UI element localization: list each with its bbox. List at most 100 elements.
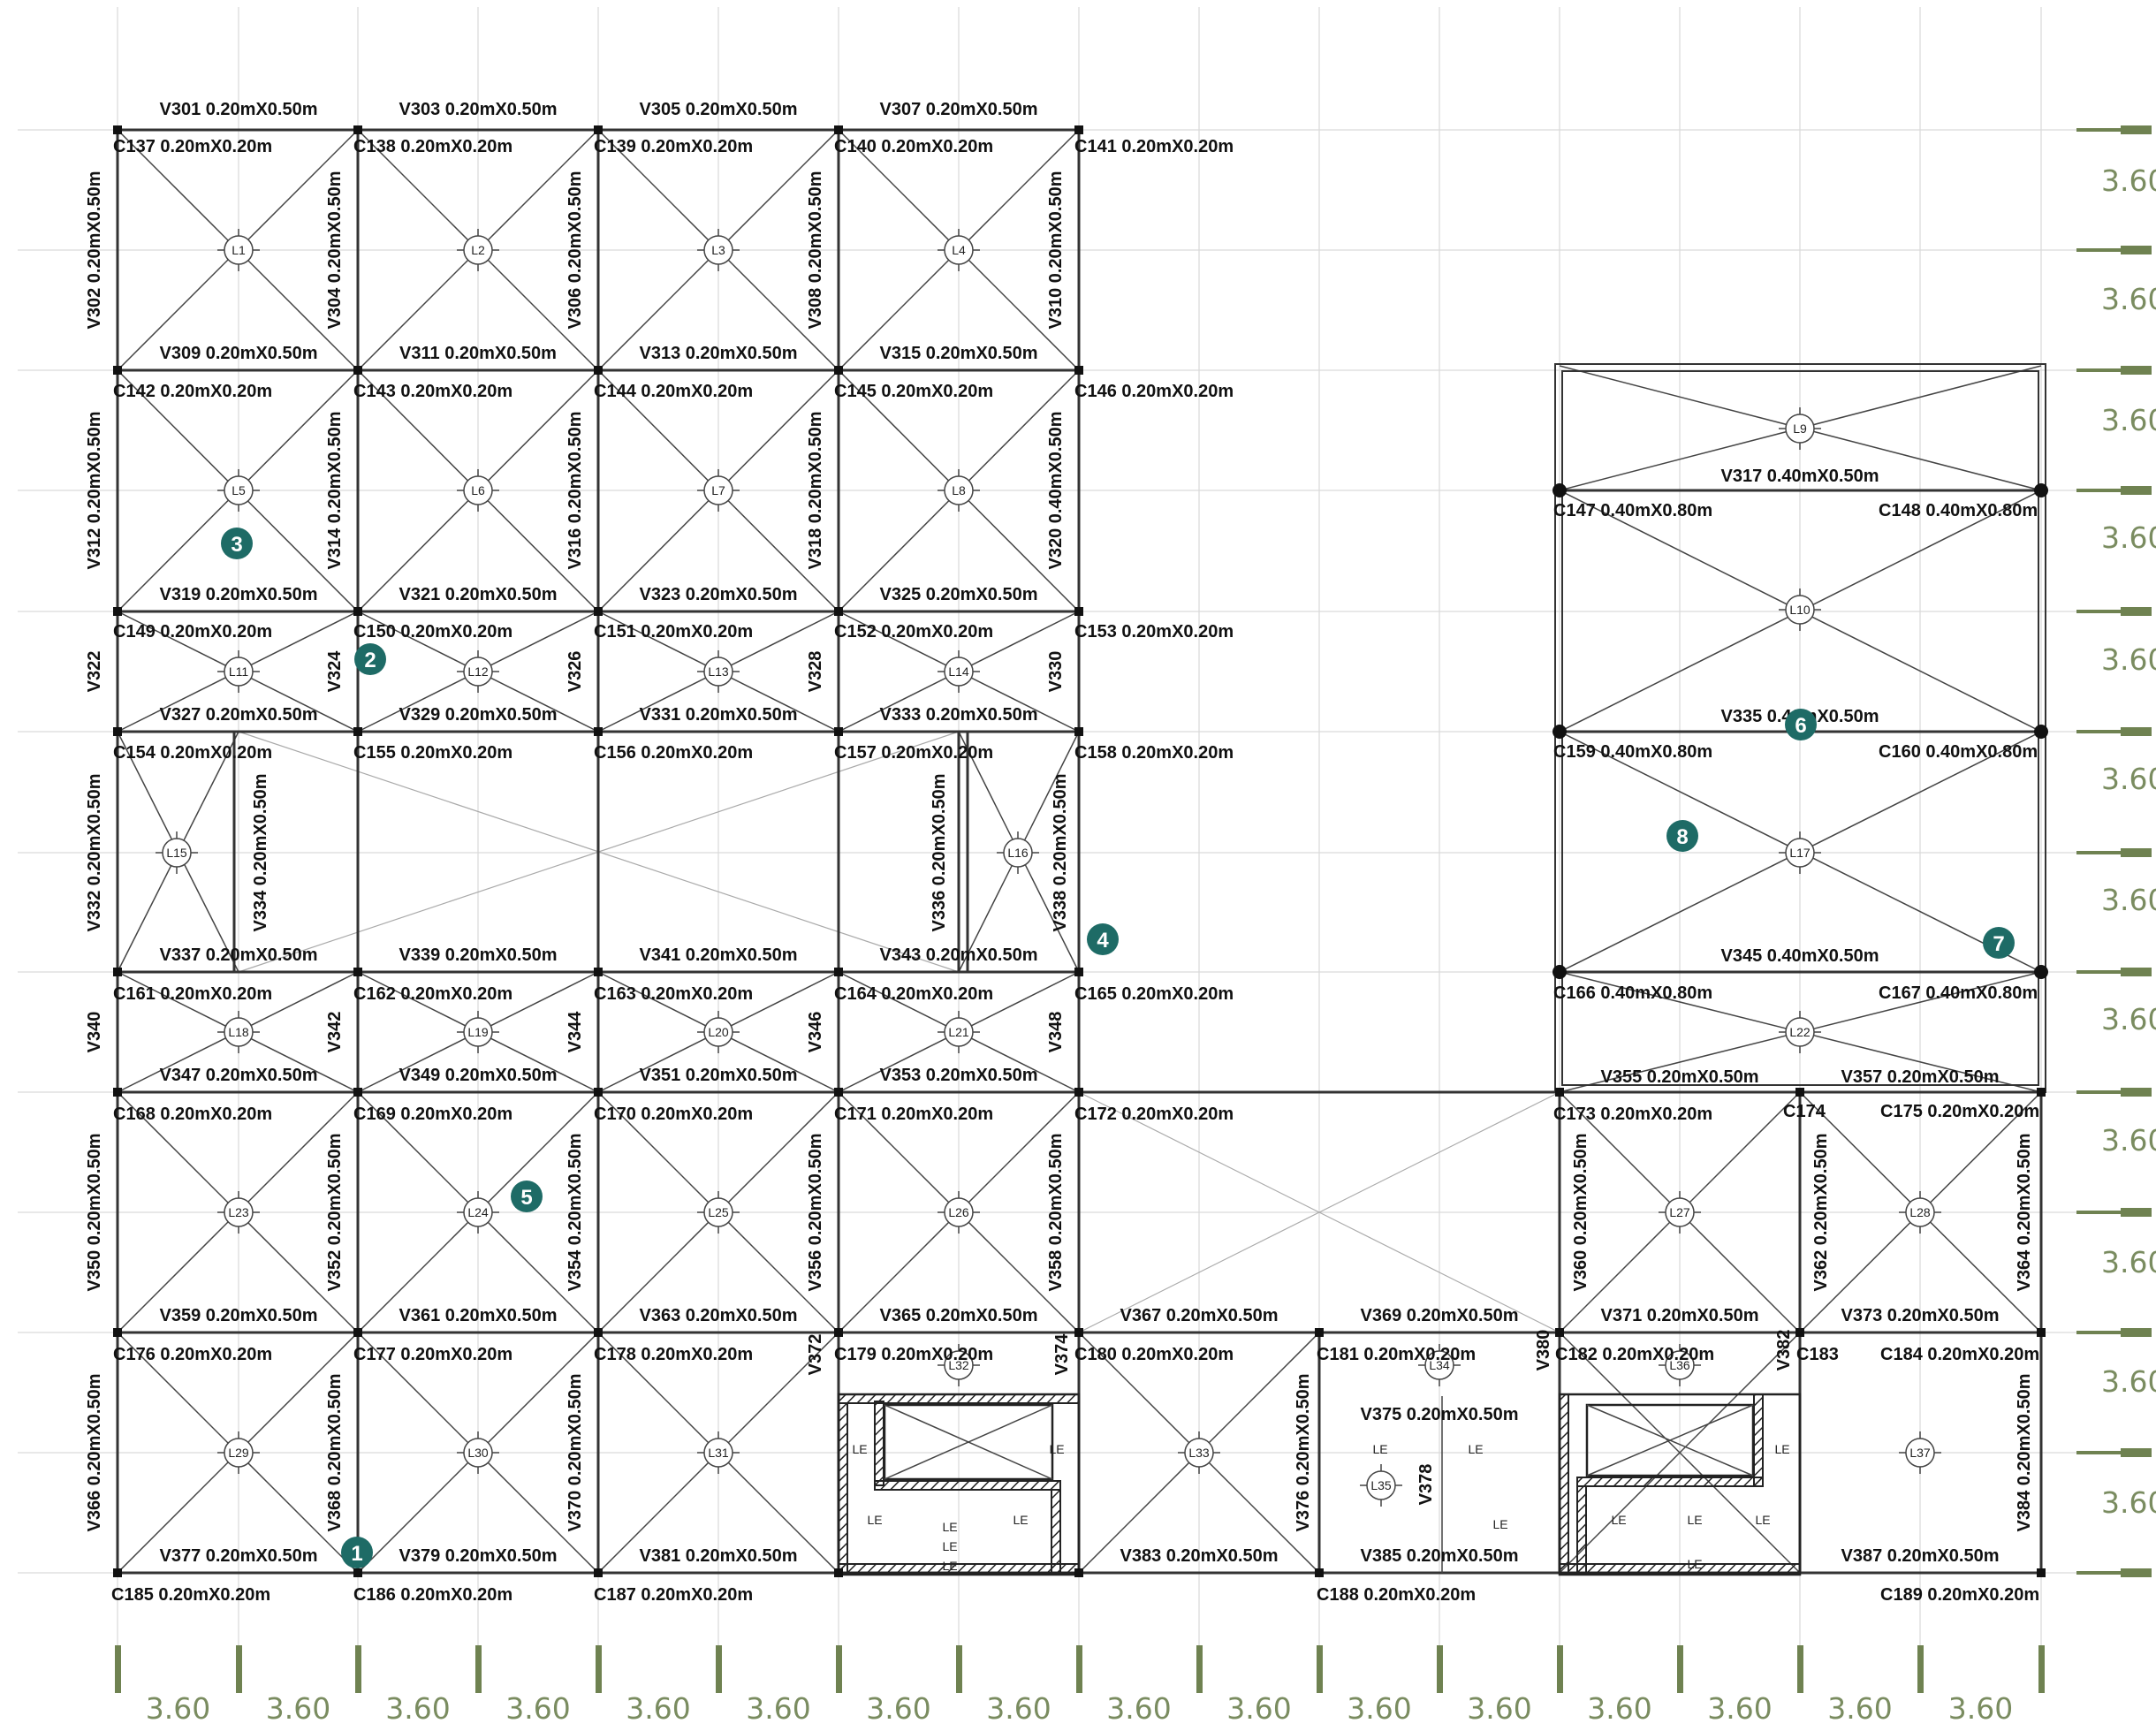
beam-label-v385: V385 0.20mX0.50m — [1360, 1546, 1518, 1566]
column-label-c167: C167 0.40mX0.80m — [1879, 983, 2038, 1003]
void-diagonal — [1078, 1091, 1560, 1333]
dimension-bottom: 3.60 — [505, 1691, 570, 1726]
beam-label-v358: V358 0.20mX0.50m — [1046, 1133, 1066, 1291]
beam-label-v350: V350 0.20mX0.50m — [85, 1133, 104, 1291]
slab-label: L21 — [948, 1025, 969, 1039]
slab-circle — [1665, 1197, 1695, 1227]
beam-label-v311: V311 0.20mX0.50m — [399, 344, 557, 363]
beam-label-v345: V345 0.40mX0.50m — [1720, 946, 1879, 966]
column — [834, 1328, 843, 1337]
slab-tag: L12 — [457, 650, 499, 693]
beam-label-v384: V384 0.20mX0.50m — [2015, 1373, 2034, 1531]
dimension-right: 3.60 — [2101, 1485, 2156, 1520]
column-label-c185: C185 0.20mX0.20m — [111, 1585, 270, 1605]
marker-number: 3 — [231, 533, 242, 557]
beam-label-v360: V360 0.20mX0.50m — [1571, 1133, 1590, 1291]
beam-label-v306: V306 0.20mX0.50m — [566, 171, 585, 329]
slab-tag: L33 — [1178, 1431, 1220, 1474]
slab-tag: L2 — [457, 229, 499, 271]
slab-label: L25 — [708, 1205, 729, 1219]
stair-landing-label: LE — [1611, 1513, 1626, 1527]
column — [353, 1568, 362, 1577]
beam-label-v302: V302 0.20mX0.50m — [85, 171, 104, 329]
slab-tag: L22 — [1779, 1011, 1821, 1053]
column — [353, 125, 362, 134]
column-label-c170: C170 0.20mX0.20m — [594, 1105, 753, 1124]
column-label-c173: C173 0.20mX0.20m — [1553, 1105, 1712, 1124]
beam-label-v332: V332 0.20mX0.50m — [85, 773, 104, 931]
column — [594, 1088, 603, 1097]
column-label-c181: C181 0.20mX0.20m — [1317, 1345, 1476, 1364]
beam-label-v316: V316 0.20mX0.50m — [566, 411, 585, 569]
column — [113, 607, 122, 616]
beam-label-v324: V324 — [325, 650, 345, 693]
slab-tag: L1 — [217, 229, 260, 271]
beam-label-v379: V379 0.20mX0.50m — [399, 1546, 557, 1566]
dimension-tick — [596, 1645, 602, 1693]
column-label-c146: C146 0.20mX0.20m — [1074, 382, 1234, 401]
slab-tag: L23 — [217, 1191, 260, 1234]
beam-label-v359: V359 0.20mX0.50m — [159, 1306, 317, 1325]
beam-label-v376: V376 0.20mX0.50m — [1294, 1373, 1313, 1531]
slab-label: L36 — [1669, 1358, 1690, 1372]
beam-label-v340: V340 — [85, 1012, 104, 1053]
beam-label-v317: V317 0.40mX0.50m — [1720, 467, 1879, 486]
beam-label-v325: V325 0.20mX0.50m — [879, 585, 1037, 604]
beam-label-v308: V308 0.20mX0.50m — [806, 171, 825, 329]
dimension-bottom: 3.60 — [1347, 1691, 1411, 1726]
beam-label-v373: V373 0.20mX0.50m — [1841, 1306, 1999, 1325]
stair-landing-label: LE — [1687, 1557, 1702, 1571]
beam-label-v331: V331 0.20mX0.50m — [639, 705, 797, 725]
slab-circle — [703, 235, 733, 265]
slab-label: L8 — [952, 483, 966, 497]
slab-tag: L18 — [217, 1011, 260, 1053]
column-label-c158: C158 0.20mX0.20m — [1074, 743, 1234, 763]
dimension-bottom: 3.60 — [1226, 1691, 1291, 1726]
slab-label: L15 — [166, 846, 187, 860]
dimension-tick — [2076, 970, 2121, 974]
slab-tag: L25 — [697, 1191, 740, 1234]
slab-tag: L4 — [938, 229, 980, 271]
column — [1074, 366, 1083, 375]
slab-circle — [1003, 838, 1033, 868]
beam-label-v387: V387 0.20mX0.50m — [1841, 1546, 1999, 1566]
column-label-c155: C155 0.20mX0.20m — [353, 743, 512, 763]
slab-circle — [224, 1197, 254, 1227]
beam-label-v309: V309 0.20mX0.50m — [159, 344, 317, 363]
slab-circle — [1424, 1350, 1454, 1380]
beam-label-v305: V305 0.20mX0.50m — [639, 100, 797, 119]
beam-label-v315: V315 0.20mX0.50m — [879, 344, 1037, 363]
slab-circle — [1905, 1197, 1935, 1227]
dimension-bottom: 3.60 — [1707, 1691, 1772, 1726]
stair-flight — [883, 1403, 1054, 1481]
beam-label-v303: V303 0.20mX0.50m — [399, 100, 557, 119]
stair-diagonal — [884, 1404, 1053, 1480]
slab-label: L10 — [1789, 603, 1811, 617]
dimension-tick — [115, 1645, 121, 1693]
column-label-c166: C166 0.40mX0.80m — [1553, 983, 1712, 1003]
column — [1552, 483, 1567, 497]
dimension-tick — [2076, 248, 2121, 252]
column — [594, 607, 603, 616]
slab-tag: L32 — [938, 1344, 980, 1386]
slab-circle — [224, 1017, 254, 1047]
slab-label: L22 — [1789, 1025, 1811, 1039]
slab-tag: L16 — [997, 831, 1039, 874]
slab-tag: L20 — [697, 1011, 740, 1053]
beam-label-v365: V365 0.20mX0.50m — [879, 1306, 1037, 1325]
beam-label-v347: V347 0.20mX0.50m — [159, 1066, 317, 1085]
slab-label: L12 — [467, 664, 489, 679]
column-label-c177: C177 0.20mX0.20m — [353, 1345, 512, 1364]
marker-badge — [1785, 709, 1817, 740]
slab-label: L20 — [708, 1025, 729, 1039]
column-label-c149: C149 0.20mX0.20m — [113, 622, 272, 642]
column — [353, 1328, 362, 1337]
stair-wall-hatch — [1051, 1489, 1061, 1574]
dimension-tick — [1076, 1645, 1082, 1693]
slab-circle — [703, 1438, 733, 1468]
dimension-tick — [475, 1645, 482, 1693]
dimension-tick — [2121, 607, 2152, 616]
dimension-tick — [2121, 246, 2152, 254]
slab-label: L7 — [711, 483, 725, 497]
beam-label-v352: V352 0.20mX0.50m — [325, 1133, 345, 1291]
